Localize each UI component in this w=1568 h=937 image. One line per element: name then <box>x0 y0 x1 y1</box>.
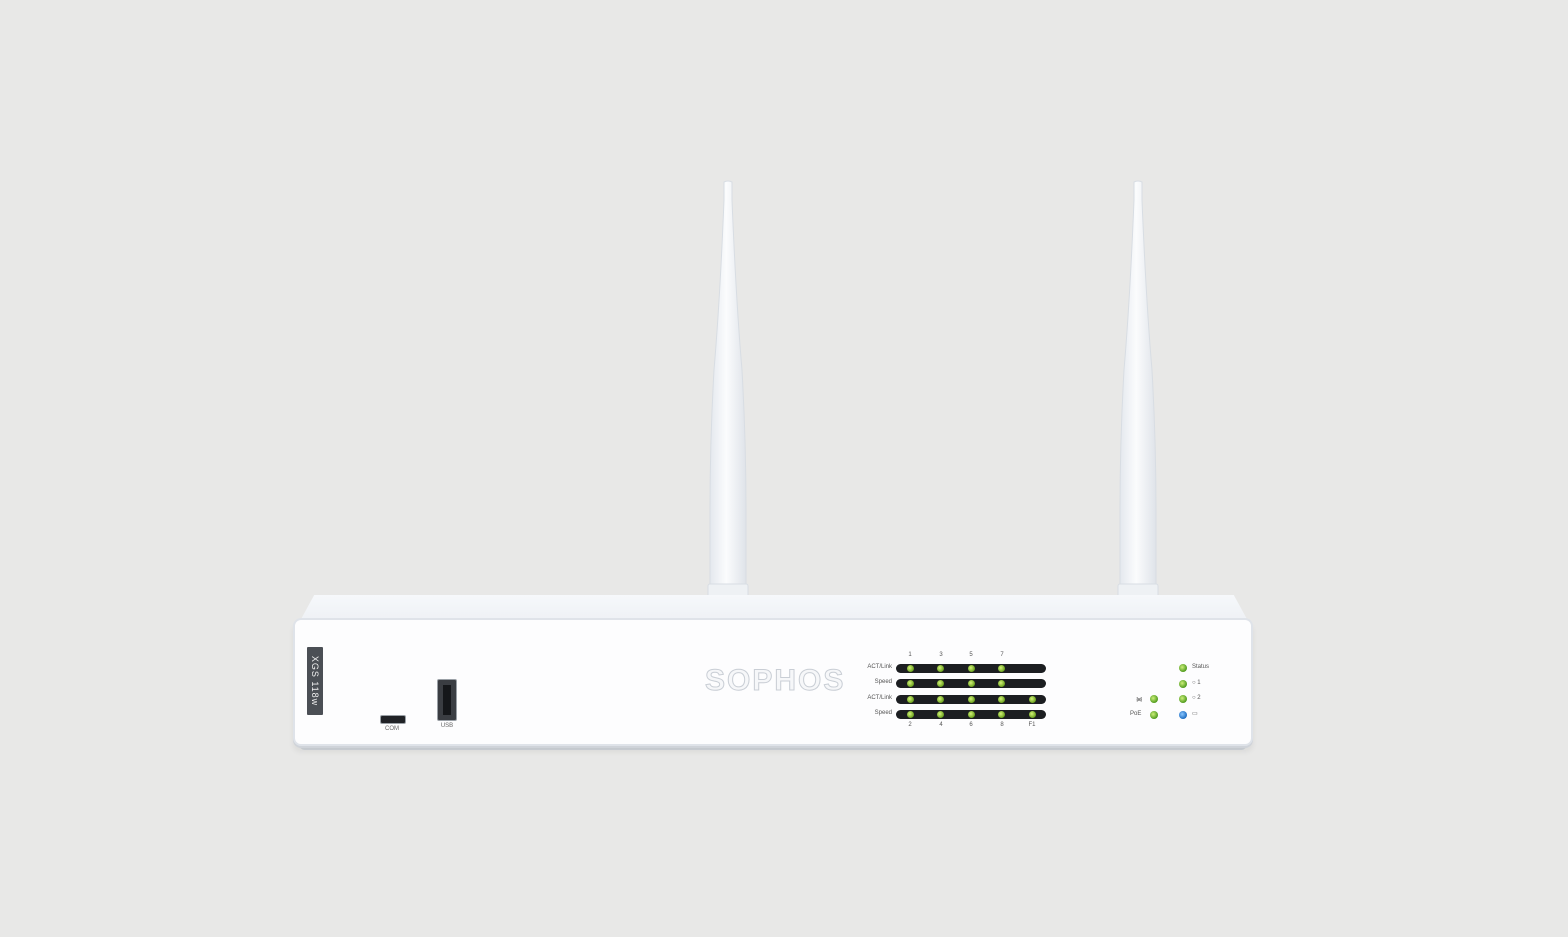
blue-indicator-led <box>1179 711 1187 719</box>
model-badge: XGS 118w <box>307 647 323 715</box>
port-number: 7 <box>1000 652 1004 658</box>
com-port <box>380 715 406 724</box>
port-number: 2 <box>908 722 912 728</box>
poe-label: PoE <box>1130 711 1142 717</box>
port-number: 8 <box>1000 722 1004 728</box>
usb-port <box>437 679 457 721</box>
led-row-label: Speed <box>874 679 892 685</box>
port-led <box>998 711 1005 718</box>
indicator-1-label: ○ 1 <box>1192 680 1201 686</box>
port-led <box>907 711 914 718</box>
port-led <box>1029 711 1036 718</box>
port-led <box>968 711 975 718</box>
port-number: F1 <box>1028 722 1036 728</box>
port-led <box>907 696 914 703</box>
poe-led <box>1150 711 1158 719</box>
wifi-led <box>1150 695 1158 703</box>
port-led <box>998 665 1005 672</box>
port-number: 1 <box>908 652 912 658</box>
port-led <box>937 680 944 687</box>
brand-logo: SOPHOS <box>704 664 846 698</box>
usb-label: USB <box>440 723 454 729</box>
port-led <box>1029 696 1036 703</box>
port-led <box>968 665 975 672</box>
port-led <box>937 665 944 672</box>
port-number: 6 <box>969 722 973 728</box>
indicator-2-label: ○ 2 <box>1192 695 1201 701</box>
port-led <box>998 680 1005 687</box>
status-led <box>1179 664 1187 672</box>
port-number: 5 <box>969 652 973 658</box>
storage-icon: ▭ <box>1192 711 1198 717</box>
led-bar <box>896 664 1046 673</box>
left-antenna <box>707 180 749 599</box>
model-label: XGS 118w <box>310 655 320 707</box>
right-antenna <box>1117 180 1159 599</box>
port-led <box>907 665 914 672</box>
device-bottom-edge <box>299 744 1247 750</box>
led-bar <box>896 710 1046 719</box>
led-bar <box>896 695 1046 704</box>
port-led <box>937 696 944 703</box>
indicator-led-2 <box>1179 695 1187 703</box>
com-label: COM <box>385 726 399 732</box>
port-led <box>998 696 1005 703</box>
device-top-bevel <box>300 595 1248 621</box>
led-row-label: ACT/Link <box>867 695 892 701</box>
indicator-led-1 <box>1179 680 1187 688</box>
led-row-label: Speed <box>874 710 892 716</box>
led-row-label: ACT/Link <box>867 664 892 670</box>
port-led <box>968 680 975 687</box>
port-led <box>937 711 944 718</box>
status-label: Status <box>1192 664 1210 670</box>
port-number: 4 <box>939 722 943 728</box>
led-bar <box>896 679 1046 688</box>
port-led <box>907 680 914 687</box>
port-number: 3 <box>939 652 943 658</box>
wifi-icon: ᯼ <box>1136 697 1143 703</box>
port-led <box>968 696 975 703</box>
